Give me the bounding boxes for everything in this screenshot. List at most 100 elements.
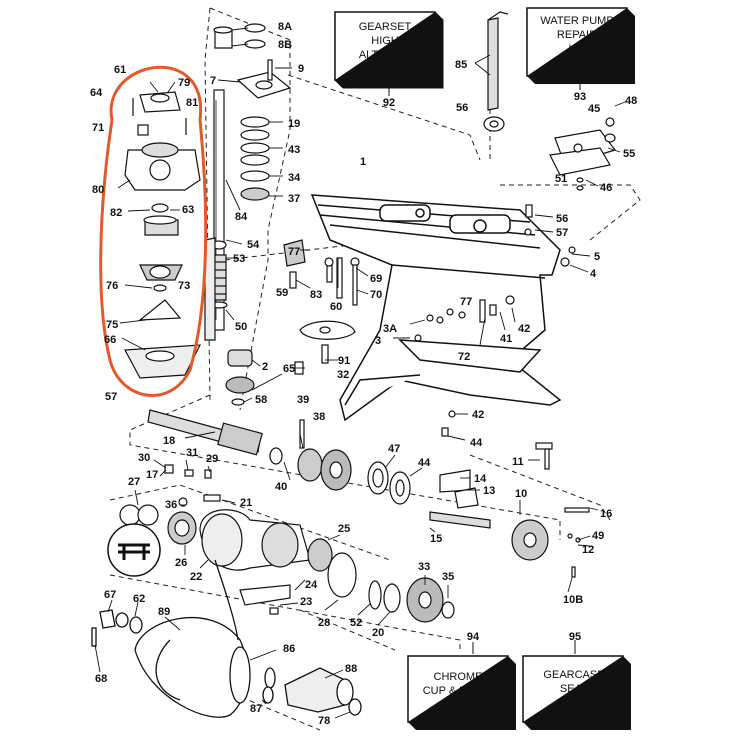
label-43: 43 [288,144,300,156]
label-71: 71 [92,122,104,134]
gearset-kit-box: GEARSET HIGH ALTITUDE 92 [334,11,444,109]
label-21: 21 [240,497,252,509]
right-top-parts [483,11,616,267]
label-20: 20 [372,627,384,639]
label-40: 40 [275,481,287,493]
label-84: 84 [235,211,248,223]
label-10: 10 [515,488,527,500]
label-60: 60 [330,301,342,313]
label-39: 39 [297,394,309,406]
chrome-kit-box: 94 CHROME CUP & PLATE KIT [407,631,516,730]
label-3a: 3A [383,323,397,335]
gearcase-housing [310,194,562,422]
water-pump-kit-line1: WATER PUMP [540,15,613,27]
propshaft-gears [147,409,590,578]
label-93: 93 [574,91,586,103]
label-50: 50 [235,321,247,333]
label-17: 17 [146,469,158,481]
label-27: 27 [128,476,140,488]
label-65: 65 [283,363,295,375]
label-72: 72 [458,351,470,363]
label-57-right: 57 [556,227,568,239]
leader-lines [94,27,626,719]
label-9: 9 [298,63,304,75]
label-30: 30 [138,452,150,464]
label-52: 52 [350,617,362,629]
label-44-mid: 44 [418,457,431,469]
label-46: 46 [600,182,612,194]
seal-kit-box: 95 GEARCASE SEAL KIT [522,631,631,730]
label-79: 79 [178,77,190,89]
label-92: 92 [383,97,395,109]
label-23: 23 [300,596,312,608]
label-26: 26 [175,557,187,569]
label-89: 89 [158,606,170,618]
label-88: 88 [345,663,357,675]
chrome-kit-line2: CUP & PLATE [423,685,494,697]
gearset-kit-line3: ALTITUDE [359,49,411,61]
label-29: 29 [206,453,218,465]
label-42-top: 42 [518,323,530,335]
label-24: 24 [305,579,318,591]
label-56-top: 56 [456,102,468,114]
label-53: 53 [233,253,245,265]
water-pump-kit-line2: REPAIR [557,29,597,41]
label-87: 87 [250,703,262,715]
label-55: 55 [623,148,635,160]
label-56-right: 56 [556,213,568,225]
label-8b: 8B [278,39,292,51]
label-18: 18 [163,435,175,447]
label-94: 94 [467,631,480,643]
label-44-low: 44 [470,437,483,449]
label-51: 51 [555,173,567,185]
label-58: 58 [255,394,267,406]
label-10b: 10B [563,594,583,606]
label-91: 91 [338,355,350,367]
label-19: 19 [288,118,300,130]
label-66: 66 [104,334,116,346]
water-pump-kit-box: WATER PUMP REPAIR KIT 93 [526,7,635,103]
label-16: 16 [600,508,612,520]
label-35: 35 [442,571,454,583]
water-pump-assembly [124,91,202,379]
label-8a: 8A [278,21,292,33]
label-33: 33 [418,561,430,573]
label-73: 73 [178,280,190,292]
gearset-kit-line1: GEARSET [359,21,412,33]
label-38: 38 [313,411,325,423]
label-64: 64 [90,87,103,99]
label-28: 28 [318,617,330,629]
label-36: 36 [165,499,177,511]
lower-left-parts [107,464,455,623]
label-47: 47 [388,443,400,455]
driveshaft-assembly [204,23,292,406]
label-22: 22 [190,571,202,583]
label-49: 49 [592,530,604,542]
label-31: 31 [186,447,198,459]
label-59: 59 [276,287,288,299]
label-37: 37 [288,193,300,205]
label-4: 4 [590,268,597,280]
middle-parts [283,239,515,437]
label-25: 25 [338,523,350,535]
seal-kit-line3: KIT [565,697,582,709]
label-76: 76 [106,280,118,292]
label-41: 41 [500,333,512,345]
label-42-low: 42 [472,409,484,421]
chrome-kit-line1: CHROME [434,671,483,683]
label-15: 15 [430,533,442,545]
label-62: 62 [133,593,145,605]
water-pump-kit-line3: KIT [568,43,585,55]
label-2: 2 [262,361,268,373]
label-57-left: 57 [105,391,117,403]
seal-kit-line1: GEARCASE [543,669,604,681]
label-70: 70 [370,289,382,301]
label-69: 69 [370,273,382,285]
label-81: 81 [186,97,198,109]
gearset-kit-line2: HIGH [371,35,399,47]
label-34: 34 [288,172,301,184]
label-78: 78 [318,715,330,727]
label-7: 7 [210,75,216,87]
